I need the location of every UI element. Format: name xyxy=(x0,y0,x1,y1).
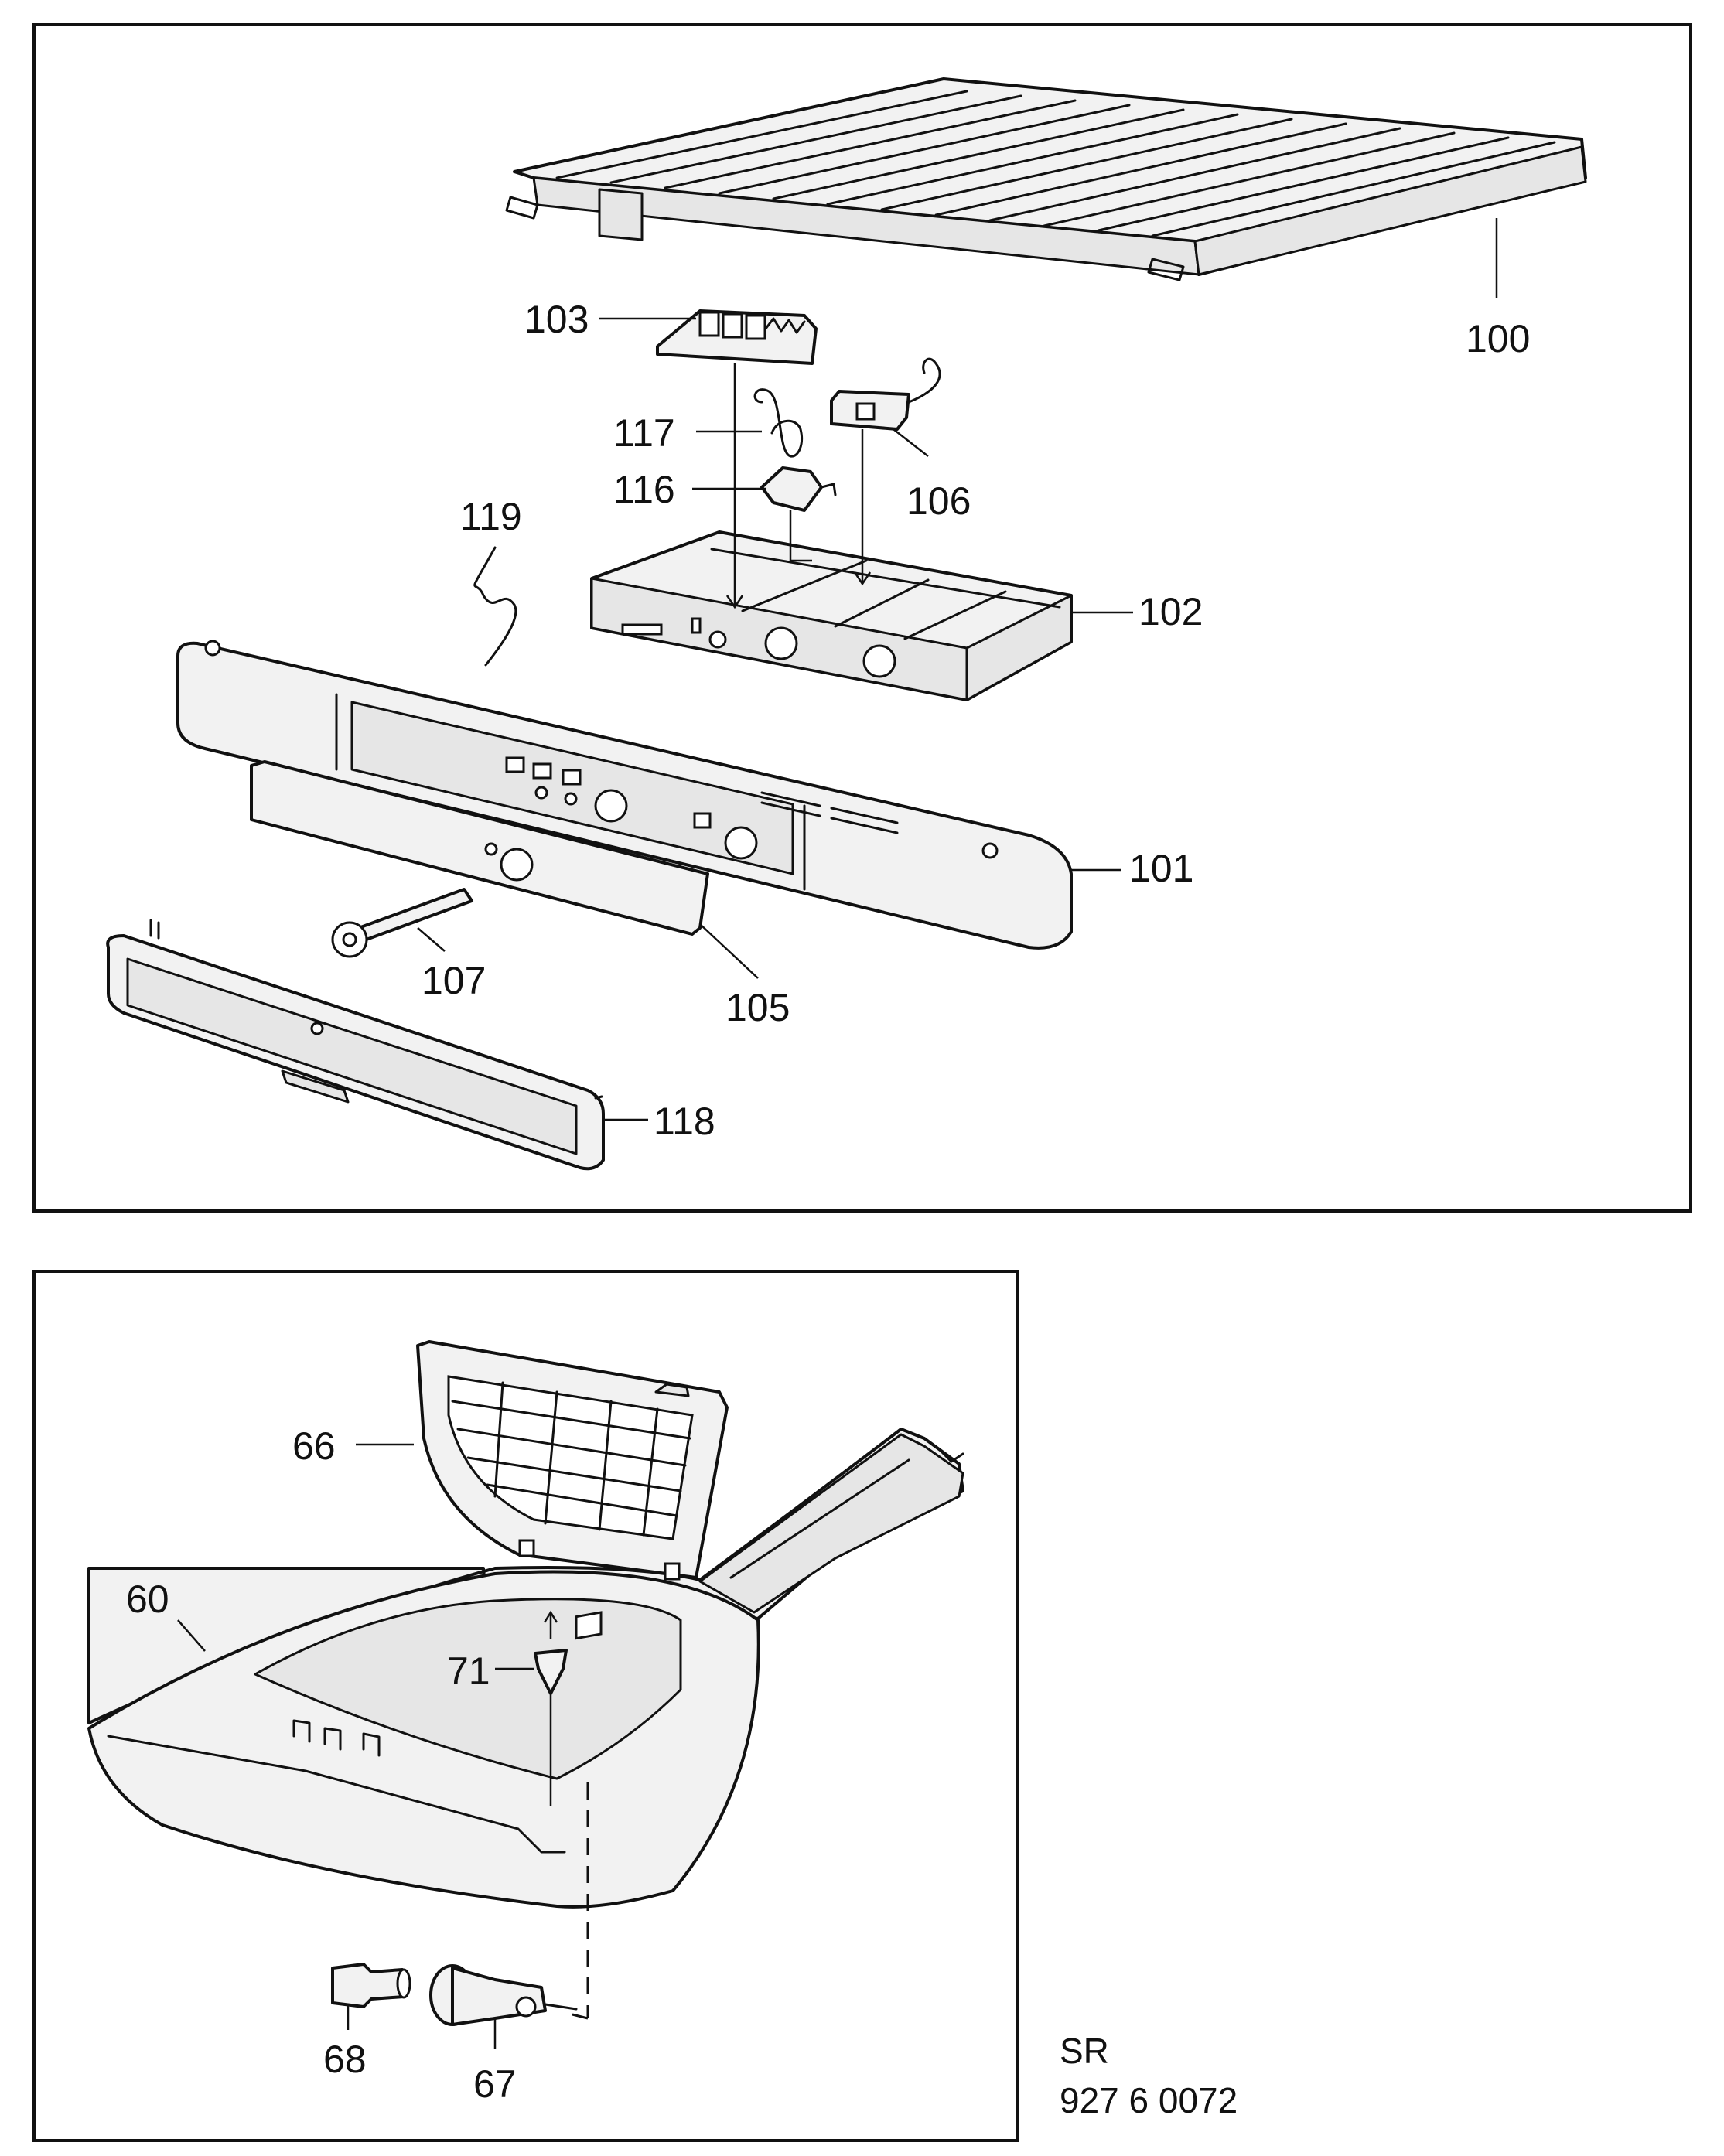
part-119-wire xyxy=(473,546,517,667)
part-107-shaft xyxy=(331,888,473,958)
shelf-grille-lines xyxy=(555,90,1556,237)
part-103-terminal-block xyxy=(656,309,818,365)
reference-line-1: SR xyxy=(1060,2031,1109,2071)
leader-lines-top xyxy=(417,218,1498,1121)
drawing-reference: SR 927 6 0072 xyxy=(1060,2031,1238,2120)
callout-107: 107 xyxy=(422,959,486,1002)
grille-grid xyxy=(451,1381,691,1537)
reference-line-2: 927 6 0072 xyxy=(1060,2080,1238,2120)
vent-slots xyxy=(760,791,899,834)
part-102-control-box xyxy=(590,530,1073,701)
callout-66: 66 xyxy=(292,1424,336,1468)
callouts-bottom: 60 66 67 68 71 xyxy=(126,1424,517,2106)
part-67-thermostat-knob xyxy=(429,1964,578,2026)
callout-105: 105 xyxy=(725,986,790,1029)
top-panel: 100 101 102 103 105 106 107 116 117 118 … xyxy=(32,23,1692,1213)
part-71-push-pin xyxy=(534,1610,568,1806)
callout-118: 118 xyxy=(654,1100,715,1143)
callouts-top: 100 101 102 103 105 106 107 116 117 118 … xyxy=(422,298,1530,1143)
part-68-plug xyxy=(331,1963,411,2008)
bottom-panel: 60 66 67 68 71 xyxy=(32,1270,1019,2142)
part-118-cover-strip xyxy=(106,919,605,1171)
callout-100: 100 xyxy=(1466,317,1530,360)
callout-117: 117 xyxy=(613,411,675,455)
callout-68: 68 xyxy=(323,2038,367,2081)
part-116-bracket xyxy=(760,466,837,512)
bottom-panel-frame xyxy=(32,1270,1019,2142)
tray-handle xyxy=(698,1433,964,1614)
callout-102: 102 xyxy=(1139,590,1203,633)
part-106-switch xyxy=(830,357,941,431)
part-105-front-strip xyxy=(250,760,709,936)
part-66-grille-lid xyxy=(416,1340,729,1581)
top-panel-frame xyxy=(32,23,1692,1213)
part-117-spring-clip xyxy=(753,388,803,458)
assembly-arrows-top xyxy=(725,363,872,609)
callout-67: 67 xyxy=(473,2062,517,2106)
callout-60: 60 xyxy=(126,1578,169,1621)
callout-116: 116 xyxy=(613,468,675,511)
leader-lines-bottom xyxy=(177,1443,534,2049)
callout-119: 119 xyxy=(460,495,522,538)
part-100-top-shelf xyxy=(505,77,1587,281)
assembly-dashed-line-b xyxy=(572,2013,589,2020)
part-60-tray xyxy=(87,1428,964,1909)
callout-101: 101 xyxy=(1129,847,1193,890)
callout-71: 71 xyxy=(447,1649,490,1693)
part-101-control-panel xyxy=(176,640,1073,950)
callout-106: 106 xyxy=(906,479,971,523)
callout-103: 103 xyxy=(524,298,589,341)
